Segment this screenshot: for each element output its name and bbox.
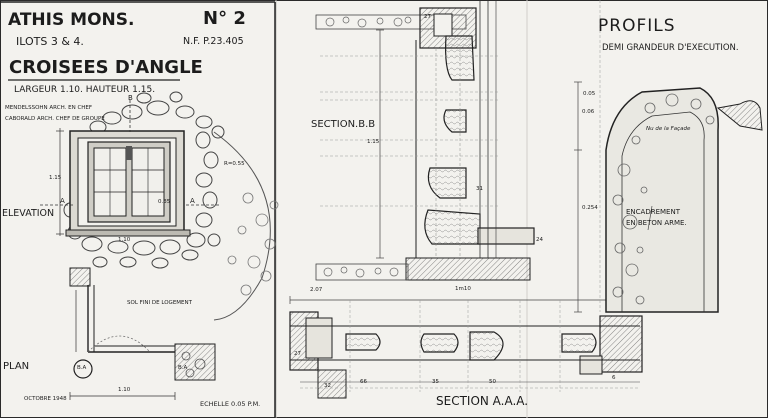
section-bb-view — [315, 0, 535, 281]
lots-label: ILOTS 3 & 4. — [16, 35, 84, 48]
architect-note-1: MENDELSSOHN ARCH. EN CHEF — [5, 105, 93, 111]
size-label: LARGEUR 1.10. HAUTEUR 1.15. — [14, 85, 156, 95]
section-mark-a-left: A — [60, 197, 65, 205]
profils-title: PROFILS — [598, 16, 676, 36]
section-mark-a-right: A — [190, 197, 195, 205]
dim-35: 35 — [432, 379, 439, 385]
dim-27-left: 27 — [294, 351, 301, 357]
elevation-label: ELEVATION — [2, 208, 55, 219]
date-label: OCTOBRE 1948 — [24, 396, 67, 402]
scale-label: ECHELLE 0.05 P.M. — [200, 400, 261, 408]
place-title: ATHIS MONS. — [8, 10, 135, 30]
section-aaa-label: SECTION A.A.A. — [436, 394, 529, 408]
section-bb-label: SECTION.B.B — [311, 119, 376, 130]
dim-50: 50 — [489, 379, 496, 385]
dim-24: 24 — [536, 237, 543, 243]
section-mark-b: B — [128, 94, 133, 102]
dim-elev-width: 1.10 — [118, 237, 131, 243]
sheet-number: N° 2 — [203, 8, 246, 29]
dim-bb-height: 1.15 — [367, 139, 380, 145]
elevation-view — [40, 91, 279, 321]
dim-27-top: 27 — [424, 14, 431, 20]
nu-facade-label: Nu de la Façade — [646, 126, 691, 132]
plan-view — [69, 267, 216, 400]
dim-profil-top: 0.06 — [582, 109, 595, 115]
plan-mark-ba: B.A — [77, 365, 87, 371]
plan-mark-ba-2: B.A — [178, 365, 188, 371]
dim-6: 6 — [612, 375, 616, 381]
dim-32: 32 — [324, 383, 331, 389]
dim-elev-height: 1.15 — [49, 175, 62, 181]
profils-subtitle: DEMI GRANDEUR D'EXECUTION. — [602, 43, 739, 53]
dim-66: 66 — [360, 379, 367, 385]
section-aaa-view — [289, 296, 651, 399]
sol-label: SOL FINI DE LOGEMENT — [127, 300, 192, 306]
dim-1m10: 1m10 — [455, 286, 471, 292]
radius-label: R=0.55 — [224, 161, 245, 167]
architect-note-2: CABORALD ARCH. CHEF DE GROUPE — [5, 116, 105, 122]
encadrement-label: ENCADREMENT — [626, 208, 680, 216]
beton-label: EN BETON ARME. — [626, 219, 687, 227]
subject-title: CROISEES D'ANGLE — [9, 57, 203, 78]
dim-profil-top-2: 0.05 — [583, 91, 596, 97]
profils-view — [574, 0, 763, 313]
plan-label: PLAN — [3, 361, 30, 372]
dim-profil-vertical: 0.254 — [582, 205, 598, 211]
dim-plan-total: 1.10 — [118, 387, 131, 393]
dim-31: 31 — [476, 186, 483, 192]
dim-elev-frame: 0.35 — [158, 199, 171, 205]
reference-label: N.F. P.23.405 — [183, 36, 244, 47]
dim-207: 2.07 — [310, 287, 323, 293]
